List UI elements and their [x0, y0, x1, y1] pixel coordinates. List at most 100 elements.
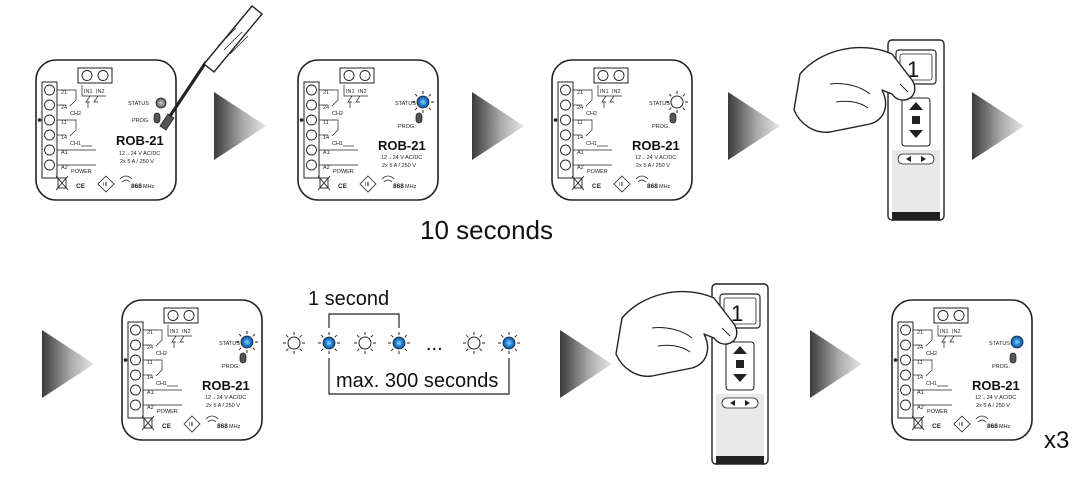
- ch1-label: CH1: [332, 141, 343, 147]
- remote-display-digit: 1: [907, 57, 919, 82]
- pin-label: 24: [577, 105, 583, 111]
- pin-label: 14: [917, 375, 923, 381]
- blink-on-icon: [497, 331, 521, 355]
- in2-label: IN2: [358, 89, 367, 95]
- device-step-4: STATUS PROG. ROB-21 12→24 V AC/DC 2x 5 A…: [121, 299, 263, 441]
- pin-label: 14: [577, 135, 583, 141]
- status-led-on-icon: [1010, 335, 1024, 349]
- prog-label: PROG.: [992, 364, 1010, 370]
- pin-label: 11: [61, 120, 67, 126]
- power-label: POWER: [157, 409, 178, 415]
- pin-label: 24: [147, 345, 153, 351]
- freq-label: 868: [987, 423, 998, 430]
- blink-on-icon: [317, 331, 341, 355]
- in1-label: IN1: [600, 89, 609, 95]
- pin-label: 14: [323, 135, 329, 141]
- class-mark: III: [959, 422, 964, 428]
- model-label: ROB-21: [972, 378, 1020, 393]
- blink-off-icon: [282, 331, 306, 355]
- pin-label: A2: [323, 165, 330, 171]
- pin-label: A2: [61, 165, 68, 171]
- ch2-label: CH2: [926, 351, 937, 357]
- blink-sequence: ... 1 second max. 300 seconds: [282, 288, 521, 395]
- in1-label: IN1: [940, 329, 949, 335]
- freq-label: 868: [217, 423, 228, 430]
- power-label: POWER: [927, 409, 948, 415]
- freq-unit: MHz: [229, 424, 241, 430]
- ch1-label: CH1: [70, 141, 81, 147]
- prog-label: PROG.: [132, 118, 150, 124]
- pin-label: A2: [917, 405, 924, 411]
- status-label: STATUS: [395, 101, 416, 107]
- device-step-1: STATUS PROG. ROB-21 12→24 V AC/DC 2x 5 A…: [35, 59, 177, 201]
- arrow-right-icon: [728, 92, 780, 160]
- pin-label: 14: [61, 135, 67, 141]
- prog-label: PROG.: [652, 124, 670, 130]
- class-mark: III: [365, 182, 370, 188]
- in2-label: IN2: [182, 329, 191, 335]
- pin-label: 21: [323, 90, 329, 96]
- pin-label: 11: [917, 360, 923, 366]
- pin-label: A1: [917, 390, 924, 396]
- device-step-3: STATUS PROG. ROB-21 12→24 V AC/DC 2x 5 A…: [551, 59, 693, 201]
- pin-label: 21: [577, 90, 583, 96]
- arrow-right-icon: [560, 330, 612, 398]
- power-label: POWER: [587, 169, 608, 175]
- spec-load: 2x 5 A / 250 V: [976, 403, 1010, 409]
- blink-off-icon: [353, 331, 377, 355]
- device-step-5: STATUS PROG. ROB-21 12→24 V AC/DC 2x 5 A…: [891, 299, 1033, 441]
- pin-label: A2: [147, 405, 154, 411]
- pin-label: A1: [147, 390, 154, 396]
- in2-label: IN2: [612, 89, 621, 95]
- remote-display-digit: 1: [731, 301, 743, 326]
- one-second-caption: 1 second: [308, 288, 389, 310]
- status-label: STATUS: [989, 341, 1010, 347]
- spec-voltage: 12→24 V AC/DC: [975, 395, 1016, 401]
- class-mark: III: [189, 422, 194, 428]
- ce-mark: CE: [592, 183, 602, 190]
- ch2-label: CH2: [586, 111, 597, 117]
- prog-label: PROG.: [398, 124, 416, 130]
- arrow-right-icon: [810, 330, 862, 398]
- spec-voltage: 12→24 V AC/DC: [635, 155, 676, 161]
- pin-label: 11: [323, 120, 329, 126]
- ellipsis: ...: [426, 333, 443, 355]
- freq-unit: MHz: [659, 184, 671, 190]
- ce-mark: CE: [76, 183, 86, 190]
- pin-label: A1: [577, 150, 584, 156]
- device-step-2: STATUS PROG. ROB-21 12→24 V AC/DC 2x 5 A…: [297, 59, 439, 201]
- ce-mark: CE: [338, 183, 348, 190]
- pin-label: 21: [61, 90, 67, 96]
- freq-label: 868: [393, 183, 404, 190]
- spec-load: 2x 5 A / 250 V: [120, 159, 154, 165]
- arrow-right-icon: [214, 92, 266, 160]
- arrow-right-icon: [472, 92, 524, 160]
- pin-label: 24: [323, 105, 329, 111]
- pin-label: 11: [577, 120, 583, 126]
- in2-label: IN2: [952, 329, 961, 335]
- ch2-label: CH2: [332, 111, 343, 117]
- freq-unit: MHz: [405, 184, 417, 190]
- class-mark: III: [103, 182, 108, 188]
- remote-control-1: 1: [887, 39, 945, 221]
- model-label: ROB-21: [378, 138, 426, 153]
- prog-label: PROG.: [222, 364, 240, 370]
- ce-mark: CE: [932, 423, 942, 430]
- spec-load: 2x 5 A / 250 V: [206, 403, 240, 409]
- status-label: STATUS: [128, 101, 149, 107]
- class-mark: III: [619, 182, 624, 188]
- ch1-label: CH1: [586, 141, 597, 147]
- ch2-label: CH2: [70, 111, 81, 117]
- pin-label: 11: [147, 360, 153, 366]
- pin-label: 24: [917, 345, 923, 351]
- one-second-bracket: [328, 313, 400, 328]
- spec-load: 2x 5 A / 250 V: [636, 163, 670, 169]
- status-led-off: [155, 97, 167, 109]
- in1-label: IN1: [346, 89, 355, 95]
- pin-label: A2: [577, 165, 584, 171]
- model-label: ROB-21: [202, 378, 250, 393]
- in2-label: IN2: [96, 89, 105, 95]
- spec-voltage: 12→24 V AC/DC: [119, 151, 160, 157]
- power-label: POWER: [71, 169, 92, 175]
- blink-on-icon: [387, 331, 411, 355]
